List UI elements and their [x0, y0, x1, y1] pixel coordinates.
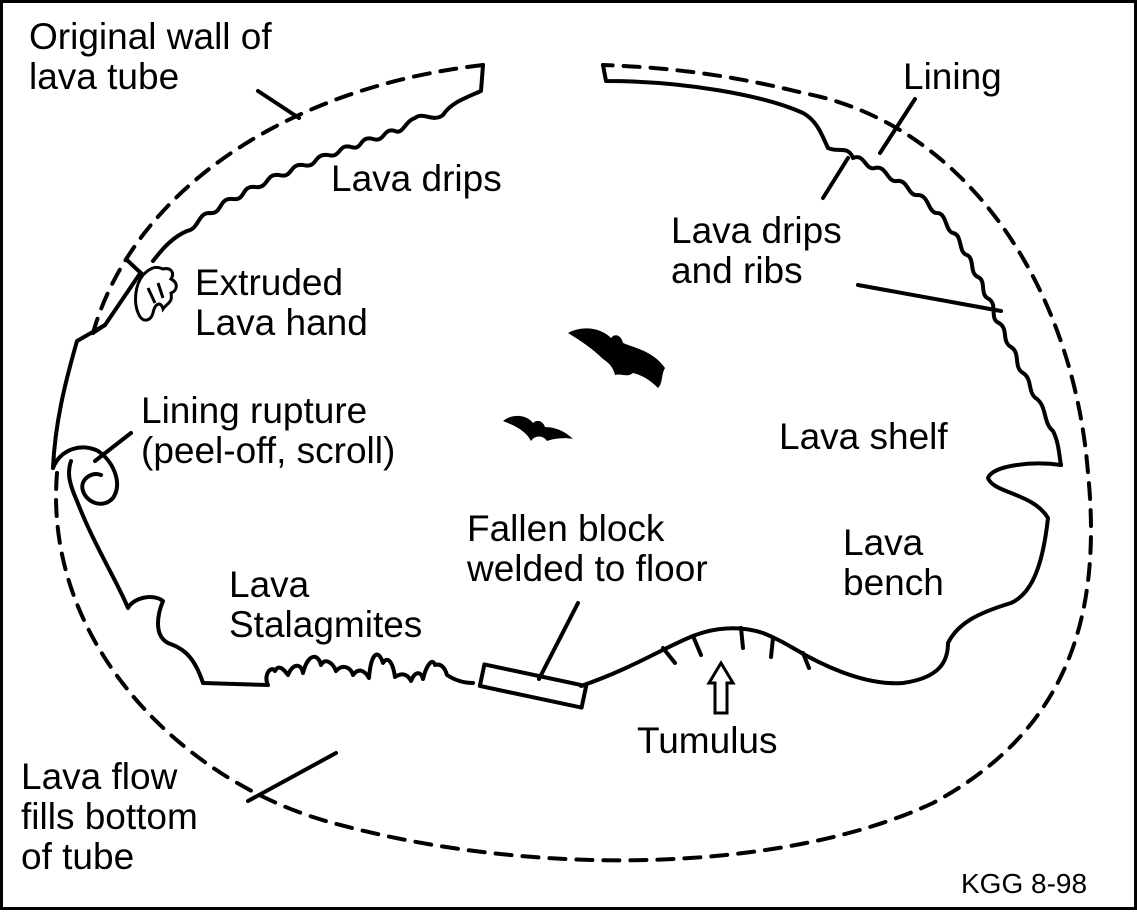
- diagram-drawing: [51, 63, 1093, 863]
- lava-bench-left: [67, 459, 205, 685]
- leader-fallen-block: [537, 601, 580, 681]
- lining-top: [601, 63, 830, 150]
- leader-ribs: [856, 283, 1003, 313]
- lining-left-upper: [151, 63, 485, 263]
- fallen-block: [477, 662, 589, 710]
- lining-rupture-scroll: [51, 445, 119, 506]
- label-lining: Lining: [903, 56, 1002, 97]
- label-lining-rupture: Lining rupture (peel-off, scroll): [141, 390, 396, 471]
- label-credit: KGG 8-98: [961, 868, 1088, 899]
- label-original-wall: Original wall of lava tube: [29, 16, 272, 97]
- leader-lining: [878, 97, 917, 155]
- label-tumulus: Tumulus: [637, 720, 778, 761]
- label-lava-bench: Lava bench: [843, 522, 944, 603]
- label-lava-drips-ribs: Lava drips and ribs: [671, 210, 842, 291]
- original-wall-outline: [54, 63, 1093, 863]
- lava-hand-icon: [134, 265, 178, 322]
- lining-left-lower: [51, 259, 145, 470]
- floor-left: [201, 652, 475, 687]
- label-lava-shelf: Lava shelf: [779, 416, 948, 457]
- label-extruded-hand: Extruded Lava hand: [195, 262, 368, 343]
- label-fallen-block: Fallen block welded to floor: [467, 508, 708, 589]
- label-lava-stalagmites: Lava Stalagmites: [229, 564, 423, 645]
- bat-icon: [503, 415, 573, 441]
- lava-shelf: [791, 461, 1063, 686]
- lining-right-drips: [826, 146, 1063, 467]
- leader-original-wall: [256, 89, 301, 120]
- tumulus: [579, 626, 795, 688]
- leader-rupture: [93, 431, 133, 463]
- label-lava-flow: Lava flow fills bottom of tube: [21, 756, 198, 877]
- label-lava-drips: Lava drips: [331, 158, 502, 199]
- leader-lava-flow: [246, 751, 338, 803]
- bat-icon: [568, 328, 665, 388]
- up-arrow-icon: [706, 660, 736, 715]
- leader-lava-drips: [821, 156, 850, 200]
